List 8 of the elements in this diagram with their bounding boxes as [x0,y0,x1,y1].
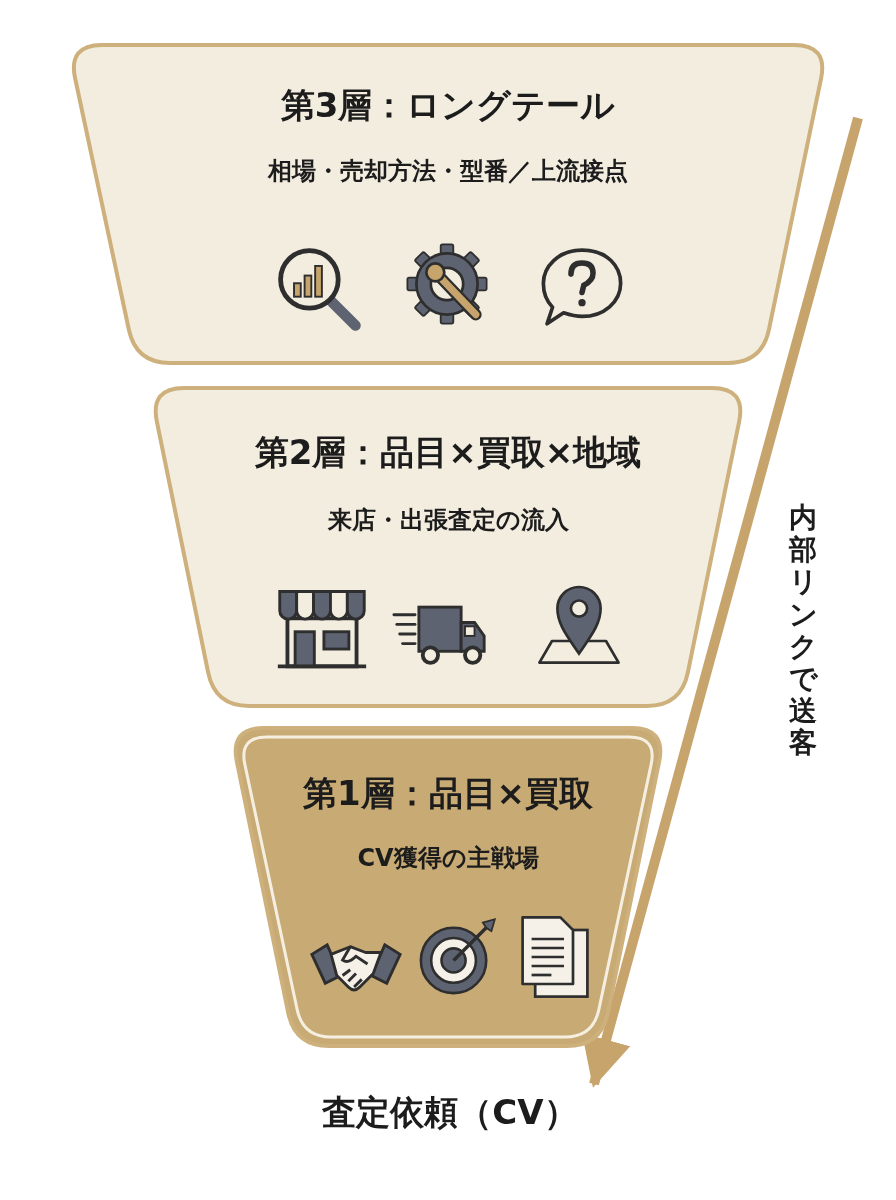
layer-heading: 第3層：ロングテール [279,84,617,127]
layer-heading: 第1層：品目×買取 [301,772,595,815]
layer-heading: 第2層：品目×買取×地域 [253,431,643,474]
layer-subtitle: 来店・出張査定の流入 [326,505,570,536]
arrow [582,116,863,1088]
goal-label: 査定依頼（CV） [321,1091,579,1134]
layer-subtitle: CV獲得の主戦場 [356,843,540,874]
layer-subtitle: 相場・売却方法・型番／上流接点 [266,156,629,187]
